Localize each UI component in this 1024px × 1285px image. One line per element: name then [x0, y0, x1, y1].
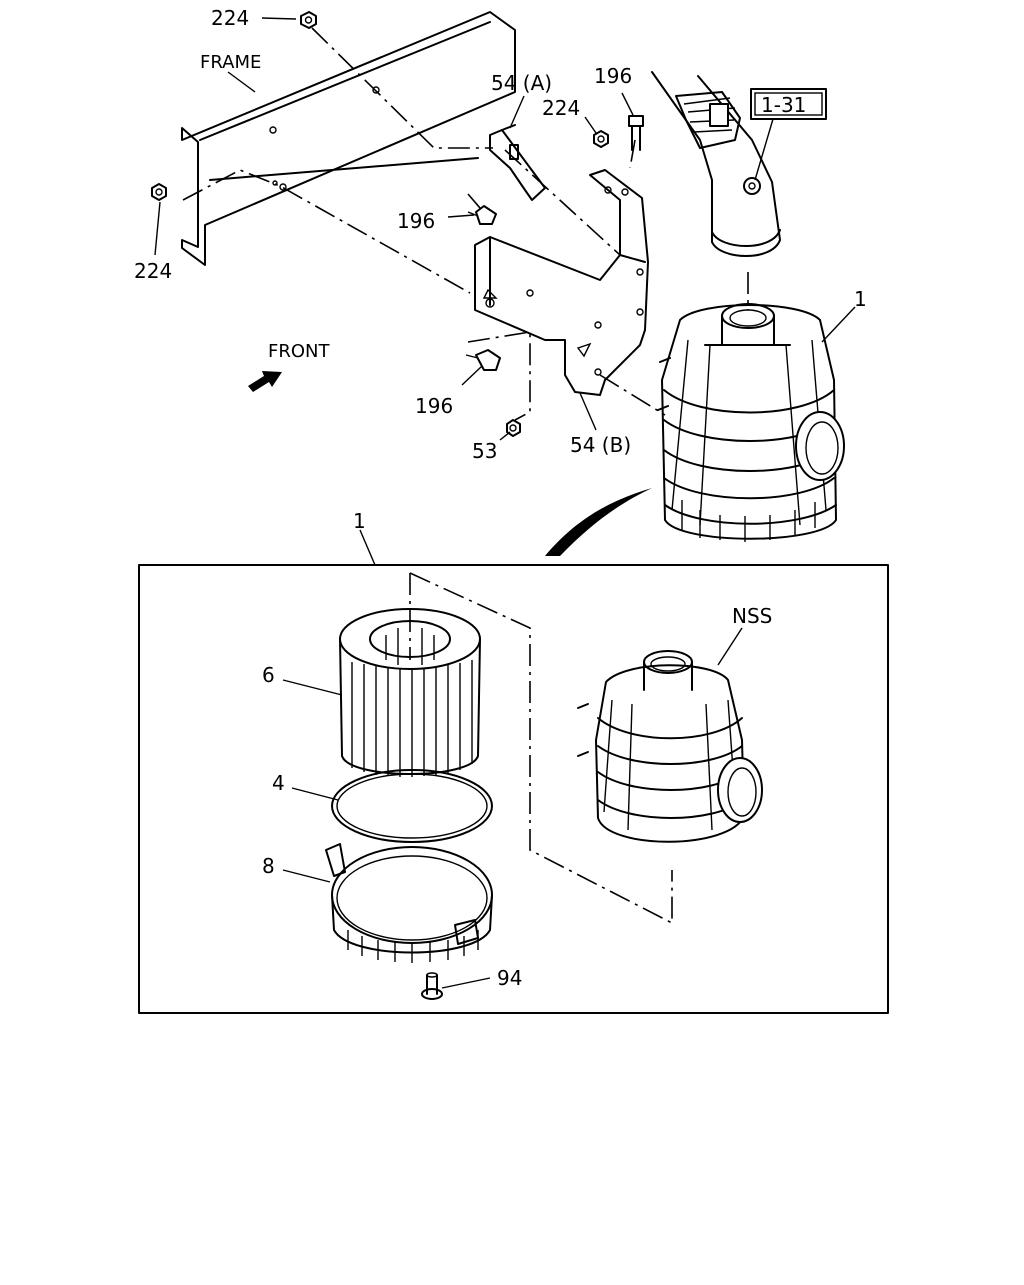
filter-element-6 [339, 608, 481, 777]
callout-labels: 224 FRAME 54 (A) 196 224 196 224 FRONT 1… [134, 6, 867, 990]
clamp-band-8 [325, 843, 493, 963]
bolt-196-mid-icon [467, 205, 497, 225]
front-arrow-icon [248, 371, 282, 392]
explode-pointer [545, 488, 652, 556]
label-8: 8 [262, 854, 275, 878]
label-196-mid: 196 [397, 209, 435, 233]
label-224-top: 224 [211, 6, 249, 30]
label-nss: NSS [732, 604, 772, 628]
nut-224-left-icon [151, 183, 167, 201]
gasket-4 [331, 769, 493, 843]
frame-rail [181, 11, 516, 266]
label-frame: FRAME [200, 52, 261, 73]
assembly-center-lines [182, 27, 749, 421]
exploded-view-box [138, 529, 889, 1014]
label-94: 94 [497, 966, 522, 990]
bracket-54a [489, 124, 546, 201]
label-196-low: 196 [415, 394, 453, 418]
bolt-94-icon [421, 972, 443, 1000]
bracket-54b [474, 169, 649, 396]
nut-53-icon [506, 419, 521, 437]
label-54b: 54 (B) [570, 433, 631, 457]
label-224-mid: 224 [542, 96, 580, 120]
label-4: 4 [272, 771, 285, 795]
label-53: 53 [472, 439, 497, 463]
bolt-196-top-icon [628, 115, 644, 151]
label-6: 6 [262, 663, 275, 687]
reference-box-1-31 [750, 88, 827, 181]
label-224-left: 224 [134, 259, 172, 283]
air-cleaner-assembly [657, 303, 845, 542]
nut-224-mid-icon [593, 130, 609, 148]
bolt-196-low-icon [465, 349, 501, 371]
label-front: FRONT [268, 341, 330, 362]
label-54a: 54 (A) [491, 71, 552, 95]
label-1-box: 1 [353, 509, 366, 533]
label-ref-1-31: 1-31 [761, 93, 806, 117]
label-196-top: 196 [594, 64, 632, 88]
leader-lines [154, 17, 856, 989]
label-1-top: 1 [854, 287, 867, 311]
nut-224-top-icon [300, 11, 317, 29]
air-cleaner-housing-nss [577, 650, 763, 843]
intake-hose [651, 71, 781, 257]
